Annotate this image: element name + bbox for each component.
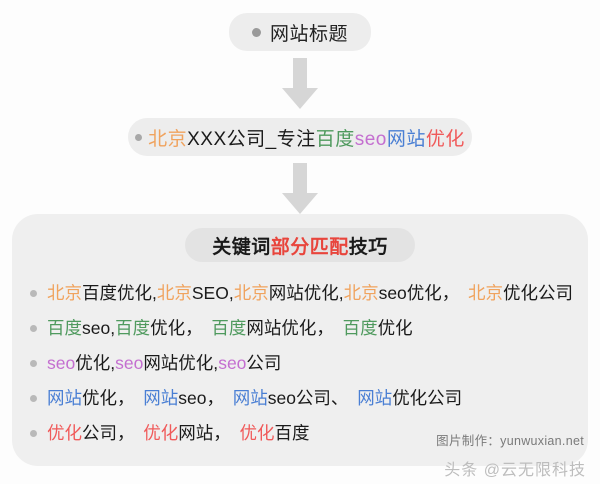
keyword-row-1-segment-5: 网站优化，	[246, 318, 343, 338]
keyword-row-2-segment-5: 公司	[246, 353, 282, 373]
keyword-list-item-label: 北京百度优化,北京SEO,北京网站优化,北京seo优化， 北京优化公司	[47, 276, 573, 311]
keyword-list-item-label: 百度seo,百度优化， 百度网站优化， 百度优化	[47, 311, 413, 346]
arrow-down-icon	[280, 163, 320, 215]
keyword-row-2-segment-3: 网站优化,	[143, 353, 219, 373]
keyword-row-1-segment-1: seo,	[82, 318, 116, 338]
keyword-row-2-segment-0: seo	[47, 353, 76, 373]
site-title-example-segment-2: 百度	[315, 128, 355, 150]
keyword-list-item: 百度seo,百度优化， 百度网站优化， 百度优化	[30, 311, 575, 346]
keyword-row-4-segment-1: 公司，	[82, 423, 144, 443]
bullet-dot-icon	[30, 290, 37, 297]
site-title-example-segment-1: XXX公司_专注	[187, 128, 316, 150]
keyword-list: 北京百度优化,北京SEO,北京网站优化,北京seo优化， 北京优化公司百度seo…	[30, 276, 575, 451]
keyword-row-4-segment-0: 优化	[47, 423, 82, 443]
keyword-row-1-segment-0: 百度	[47, 318, 82, 338]
bullet-dot-icon	[251, 27, 261, 37]
keyword-list-item: 网站优化， 网站seo， 网站seo公司、 网站优化公司	[30, 381, 575, 416]
site-title-example-segment-0: 北京	[148, 128, 188, 150]
keyword-row-0-segment-6: 北京	[343, 283, 379, 303]
keyword-list-item: 北京百度优化,北京SEO,北京网站优化,北京seo优化， 北京优化公司	[30, 276, 575, 311]
keyword-tips-heading: 关键词部分匹配技巧	[185, 228, 415, 262]
keyword-row-3-segment-6: 网站	[357, 388, 393, 408]
keyword-list-item: seo优化,seo网站优化,seo公司	[30, 346, 575, 381]
keyword-row-4-segment-2: 优化	[143, 423, 179, 443]
keyword-row-0-segment-5: 网站优化,	[268, 283, 344, 303]
toutiao-watermark: 头条 @云无限科技	[444, 462, 586, 479]
site-title-example-segment-4: 网站	[386, 128, 426, 150]
bullet-dot-icon	[135, 133, 143, 141]
keyword-row-1-segment-2: 百度	[115, 318, 151, 338]
keyword-row-0-segment-3: SEO,	[191, 283, 234, 303]
keyword-row-3-segment-7: 优化公司	[392, 388, 463, 408]
keyword-row-3-segment-2: 网站	[143, 388, 179, 408]
keyword-row-3-segment-4: 网站	[232, 388, 268, 408]
keyword-row-4-segment-4: 优化	[239, 423, 275, 443]
image-credit-watermark: 图片制作：yunwuxian.net	[436, 434, 584, 448]
site-title-heading-box: 网站标题	[229, 13, 371, 51]
keyword-row-2-segment-4: seo	[218, 353, 247, 373]
site-title-example-label: 北京XXX公司_专注百度seo网站优化	[148, 124, 465, 151]
keyword-list-item-label: 网站优化， 网站seo， 网站seo公司、 网站优化公司	[47, 381, 462, 416]
keyword-row-0-segment-2: 北京	[156, 283, 192, 303]
keyword-row-4-segment-3: 网站，	[178, 423, 240, 443]
bullet-dot-icon	[30, 395, 37, 402]
keyword-tips-heading-segment-0: 关键词	[212, 236, 271, 258]
keyword-row-3-segment-1: 优化，	[82, 388, 144, 408]
bullet-dot-icon	[30, 430, 37, 437]
site-title-example-box: 北京XXX公司_专注百度seo网站优化	[128, 118, 472, 156]
keyword-row-0-segment-4: 北京	[233, 283, 269, 303]
keyword-list-item-label: 优化公司， 优化网站， 优化百度	[47, 416, 310, 451]
site-title-heading-label: 网站标题	[269, 23, 348, 45]
keyword-row-0-segment-1: 百度优化,	[82, 283, 157, 303]
keyword-row-3-segment-3: seo，	[178, 388, 233, 408]
keyword-row-0-segment-0: 北京	[47, 283, 82, 303]
keyword-row-1-segment-7: 优化	[377, 318, 413, 338]
keyword-row-3-segment-5: seo公司、	[267, 388, 358, 408]
keyword-list-item-label: seo优化,seo网站优化,seo公司	[47, 346, 281, 381]
keyword-tips-heading-label: 关键词部分匹配技巧	[212, 232, 388, 259]
keyword-row-0-segment-7: seo优化，	[378, 283, 469, 303]
keyword-list-item: 优化公司， 优化网站， 优化百度	[30, 416, 575, 451]
keyword-row-1-segment-4: 百度	[211, 318, 247, 338]
keyword-tips-heading-segment-1: 部分匹配	[270, 236, 349, 258]
keyword-row-4-segment-5: 百度	[274, 423, 310, 443]
site-title-example-segment-5: 优化	[425, 128, 465, 150]
bullet-dot-icon	[30, 325, 37, 332]
bullet-dot-icon	[30, 360, 37, 367]
keyword-row-2-segment-2: seo	[115, 353, 144, 373]
keyword-row-0-segment-9: 优化公司	[503, 283, 574, 303]
site-title-example-segment-3: seo	[354, 128, 387, 150]
arrow-down-icon	[280, 58, 320, 110]
keyword-row-1-segment-6: 百度	[342, 318, 378, 338]
keyword-tips-heading-segment-2: 技巧	[348, 236, 388, 258]
keyword-row-3-segment-0: 网站	[47, 388, 82, 408]
keyword-row-0-segment-8: 北京	[468, 283, 504, 303]
keyword-row-2-segment-1: 优化,	[75, 353, 116, 373]
keyword-row-1-segment-3: 优化，	[150, 318, 212, 338]
